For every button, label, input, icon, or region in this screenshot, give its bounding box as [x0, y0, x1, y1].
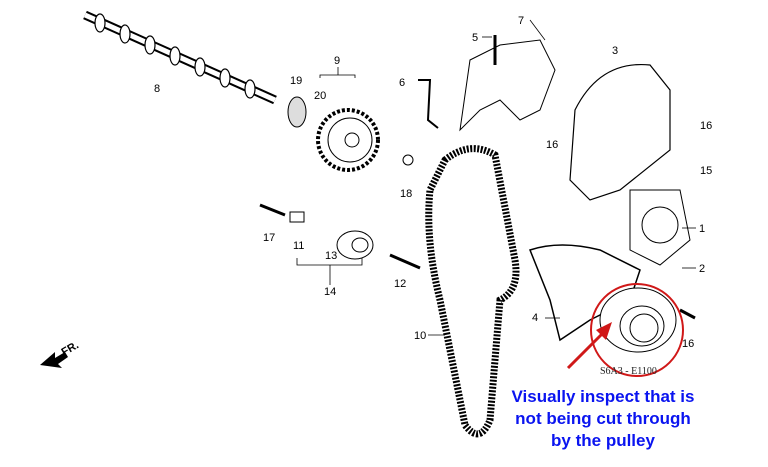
highlight-circle — [590, 283, 684, 377]
callout-9: 9 — [334, 55, 340, 67]
dust-seal — [529, 244, 641, 342]
inspection-note: Visually inspect that is not being cut t… — [478, 386, 728, 452]
bracket-6 — [418, 79, 439, 129]
callout-16c: 16 — [682, 338, 694, 350]
crank-pulley — [599, 287, 677, 353]
callout-labels: 8 19 20 9 5 7 6 3 16 16 18 15 17 11 13 1… — [154, 15, 712, 350]
lower-cover — [629, 189, 691, 266]
callout-14: 14 — [324, 286, 336, 298]
camshaft — [83, 10, 277, 105]
note-line-1: Visually inspect that is — [511, 387, 695, 406]
callout-12: 12 — [394, 278, 406, 290]
callout-2: 2 — [699, 263, 705, 275]
note-line-3: by the pulley — [551, 431, 655, 450]
callout-15: 15 — [700, 165, 712, 177]
front-label: FR. — [60, 339, 81, 358]
callout-1: 1 — [699, 223, 705, 235]
callout-16b: 16 — [700, 120, 712, 132]
note-line-2: not being cut through — [515, 409, 691, 428]
callout-3: 3 — [612, 45, 618, 57]
callout-6: 6 — [399, 77, 405, 89]
callout-4: 4 — [532, 312, 538, 324]
cam-sprocket — [316, 108, 380, 172]
callout-16a: 16 — [546, 139, 558, 151]
callout-13: 13 — [325, 250, 337, 262]
callout-20: 20 — [314, 90, 326, 102]
arrow-icon — [566, 322, 612, 370]
callout-11: 11 — [293, 240, 304, 252]
callout-17: 17 — [263, 232, 275, 244]
leader-lines — [296, 19, 696, 336]
callout-5: 5 — [472, 32, 478, 44]
drawing-code: S6A3 - E1100 — [600, 366, 657, 377]
tensioner — [259, 154, 421, 270]
front-direction-icon: FR. — [40, 339, 81, 368]
callout-10: 10 — [414, 330, 426, 342]
callout-19: 19 — [290, 75, 302, 87]
timing-belt — [425, 145, 520, 438]
callout-7: 7 — [518, 15, 524, 27]
oil-seal — [287, 96, 307, 128]
callout-8: 8 — [154, 83, 160, 95]
back-cover — [459, 39, 556, 132]
upper-cover — [569, 63, 671, 201]
callout-18: 18 — [400, 188, 412, 200]
